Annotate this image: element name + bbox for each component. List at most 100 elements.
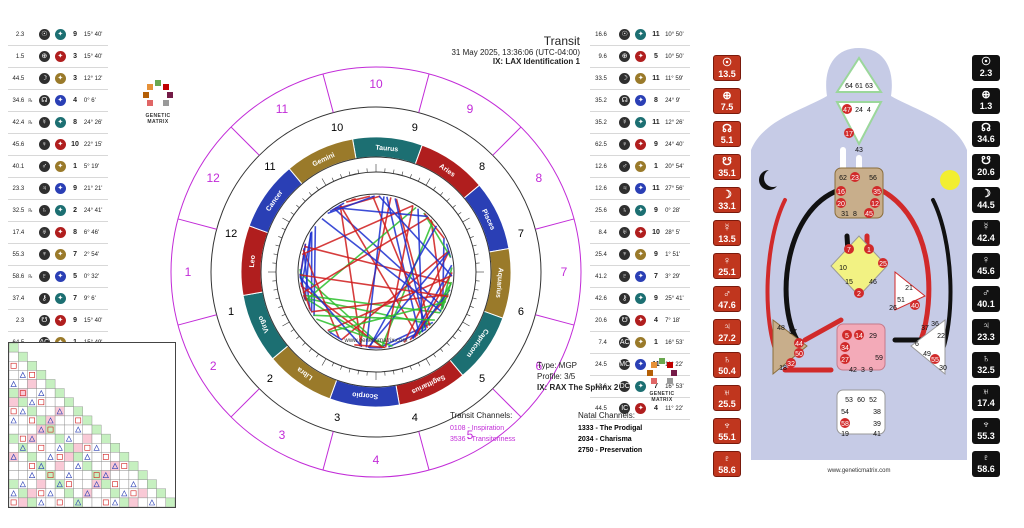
aspect-glyph	[38, 426, 45, 433]
retrograde-marker	[26, 67, 37, 90]
zodiac-sign-icon: ✦	[54, 73, 66, 84]
planet-symbol: ⚷	[36, 287, 53, 310]
aspect-glyph	[65, 471, 73, 478]
degree-tick	[296, 204, 300, 208]
grid-cell	[64, 497, 74, 508]
activation-value: 7.5	[720, 102, 734, 112]
degree-tick	[308, 348, 312, 352]
gate-number: 6	[915, 341, 919, 348]
grid-cell	[137, 470, 148, 480]
planet-gate-value: 12.6	[590, 155, 609, 178]
natal-channels: Natal Channels: 1333 - The Prodigal 2034…	[578, 410, 642, 456]
grid-cell	[8, 361, 19, 371]
activation-box: ☉13.5	[713, 55, 741, 81]
planet-gate-value: 2.3	[8, 24, 27, 46]
grid-cell	[73, 443, 83, 453]
planet-degree: 12° 12'	[81, 67, 108, 90]
grid-cell	[45, 497, 56, 508]
gate-number: 37	[921, 325, 929, 332]
inner-house-number: 5	[479, 373, 485, 385]
planet-gate-value: 40.1	[8, 155, 27, 178]
gate-number: 23	[851, 175, 859, 182]
planet-degree: 10° 50'	[663, 45, 690, 68]
planet-degree: 15° 40'	[81, 24, 108, 46]
planet-glyph-icon: ♇	[981, 452, 991, 464]
zodiac-sign-icon: ✦	[635, 337, 647, 348]
planet-gate-value: 23.3	[8, 177, 27, 200]
moon-phase-shadow	[764, 169, 782, 187]
house-number: 9	[648, 199, 664, 222]
grid-cell	[156, 488, 166, 499]
planet-glyph-icon: ♇	[722, 453, 732, 465]
planet-glyph-icon: IC	[619, 403, 631, 414]
sign-icon: ✦	[52, 177, 69, 200]
grid-cell	[119, 452, 130, 462]
grid-cell	[27, 388, 37, 398]
gate-marker	[854, 330, 864, 340]
degree-tick	[331, 362, 335, 367]
outer-house-number: 1	[185, 265, 192, 279]
gate-number: 50	[795, 351, 803, 358]
sign-icon: ✦	[632, 243, 649, 266]
planet-glyph-icon: ♄	[981, 353, 991, 365]
degree-tick	[469, 305, 474, 308]
grid-cell	[54, 470, 65, 480]
planet-degree: 15° 40'	[81, 309, 108, 332]
planet-glyph-icon: ☿	[619, 117, 631, 128]
inner-house-number: 7	[518, 228, 524, 240]
gate-marker	[854, 288, 864, 298]
retrograde-marker: ℞	[26, 265, 37, 288]
planet-gate-value: 44.5	[8, 67, 27, 90]
gate-number: 40	[911, 303, 919, 310]
grid-cell	[73, 479, 83, 489]
gate-number: 24	[855, 107, 863, 114]
grid-cell	[64, 424, 74, 435]
planet-glyph-icon: ♆	[619, 249, 631, 260]
grid-cell	[64, 415, 74, 426]
activation-box: ♅25.5	[713, 385, 741, 411]
grid-cell	[45, 443, 56, 453]
planet-symbol: ♄	[616, 199, 633, 222]
activation-value: 55.1	[718, 432, 736, 442]
planet-symbol: ♀	[616, 133, 633, 156]
grid-cell	[27, 406, 37, 417]
sign-icon: ✦	[632, 45, 649, 68]
aspect-glyph	[111, 462, 119, 469]
grid-cell	[73, 433, 83, 444]
aspect-line	[328, 301, 447, 333]
degree-tick	[393, 370, 395, 375]
degree-tick	[440, 348, 444, 352]
aspect-line	[300, 232, 312, 287]
planet-gate-value: 33.5	[590, 67, 609, 90]
aspect-glyph	[38, 389, 45, 396]
retrograde-marker	[26, 177, 37, 200]
aspect-line	[339, 204, 363, 347]
grid-cell	[91, 470, 102, 480]
gate-number: 61	[855, 83, 863, 90]
grid-cell	[27, 461, 37, 471]
gate-number: 64	[845, 83, 853, 90]
house-number: 11	[648, 111, 664, 134]
aspect-glyph	[75, 499, 82, 506]
retrograde-marker	[608, 177, 617, 200]
degree-tick	[316, 186, 319, 191]
planet-degree: 11° 22'	[663, 397, 690, 420]
planet-symbol: ☉	[616, 24, 633, 46]
aspect-line	[411, 264, 453, 340]
house-spoke	[418, 431, 430, 471]
inner-house-number: 11	[264, 161, 275, 173]
activation-box: ♇58.6	[972, 451, 1000, 477]
grid-cell	[147, 479, 157, 489]
retrograde-marker	[26, 243, 37, 266]
aspect-glyph	[19, 371, 26, 378]
zodiac-sign-icon: ✦	[54, 51, 66, 62]
grid-cell	[137, 488, 148, 499]
retrograde-marker	[608, 133, 617, 156]
gate-number: 43	[855, 147, 863, 154]
natal-channels-title: Natal Channels:	[578, 411, 635, 420]
grid-cell	[101, 479, 111, 489]
zodiac-sign-icon: ✦	[635, 161, 647, 172]
house-number: 4	[648, 309, 664, 332]
